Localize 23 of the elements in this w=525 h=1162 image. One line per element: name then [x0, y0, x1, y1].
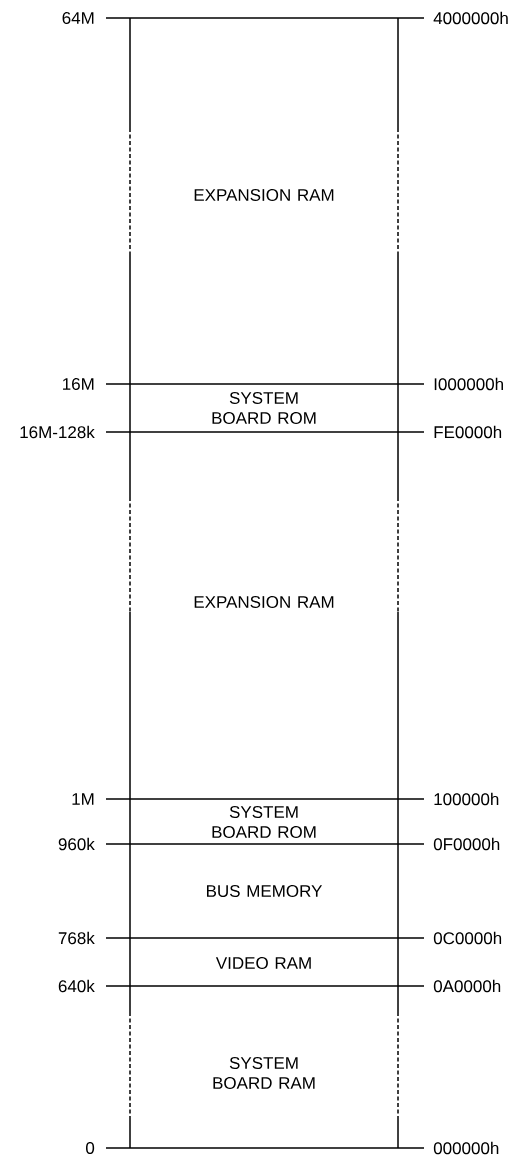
address-label: 1M — [72, 793, 94, 805]
memory-region: SYSTEM BOARD ROM — [212, 391, 316, 424]
address-label: 0A0000h — [433, 979, 501, 993]
address-label: 960k — [58, 837, 95, 851]
address-label: 4000000h — [433, 11, 508, 25]
address-label: 16M — [63, 377, 94, 390]
memory-region: SYSTEM BOARD RAM — [213, 1057, 315, 1089]
address-label: 0 — [86, 1142, 95, 1154]
address-label: 768k — [58, 931, 95, 945]
memory-region: VIDEO RAM — [215, 957, 311, 969]
address-label: 000000h — [433, 1141, 499, 1155]
memory-region: BUS MEMORY — [207, 885, 323, 897]
address-label: FE0000h — [434, 425, 502, 439]
memory-region: EXPANSION RAM — [194, 595, 334, 608]
memory-region: EXPANSION RAM — [194, 188, 334, 201]
address-label: 16M-128k — [20, 425, 95, 439]
address-label: 0C0000h — [433, 931, 502, 945]
address-label: I000000h — [434, 377, 503, 391]
memory-region: SYSTEM BOARD ROM — [212, 805, 316, 838]
address-label: 64M — [62, 11, 94, 24]
address-label: 0F0000h — [433, 837, 500, 851]
address-label: 640k — [58, 979, 95, 993]
address-label: 100000h — [434, 792, 499, 806]
